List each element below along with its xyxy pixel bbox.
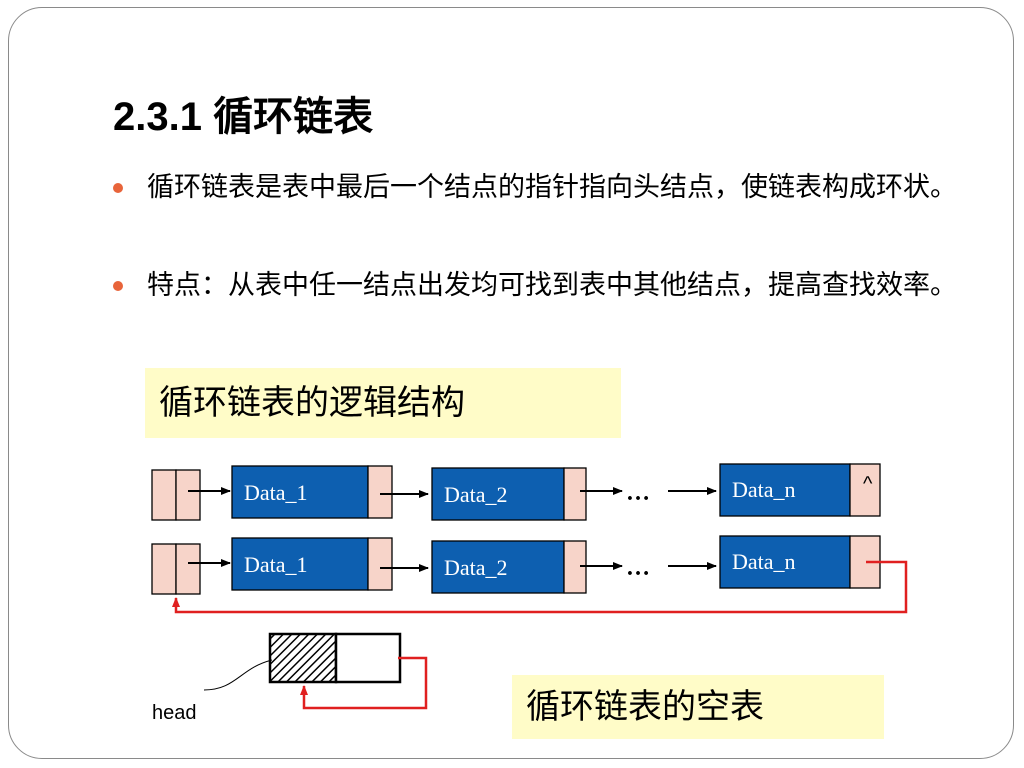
node-data-label: Data_2: [444, 555, 508, 580]
head-node: [151, 469, 201, 521]
bullet-text: 循环链表是表中最后一个结点的指针指向头结点，使链表构成环状。: [147, 172, 957, 203]
circular-loop-arrow: [172, 560, 908, 614]
list-node: Data_1: [231, 537, 393, 591]
list-node-last: Data_n ^: [719, 463, 881, 517]
list-node: Data_1: [231, 465, 393, 519]
slide-title: 2.3.1 循环链表: [113, 95, 374, 139]
empty-list-label: 循环链表的空表: [512, 675, 884, 739]
ellipsis: …: [626, 480, 650, 506]
bullet-text: 特点：从表中任一结点出发均可找到表中其他结点，提高查找效率。: [147, 270, 957, 301]
head-node: [151, 543, 201, 595]
bullet-item-2: 特点：从表中任一结点出发均可找到表中其他结点，提高查找效率。: [113, 268, 987, 304]
empty-list-diagram: [203, 632, 428, 710]
empty-pointer-field: [334, 632, 402, 684]
list-row-1: Data_1 Data_2 … Data_n ^: [151, 463, 881, 521]
self-loop-arrow: [300, 656, 428, 710]
bullet-dot-icon: [113, 281, 123, 291]
list-node-last: Data_n: [719, 535, 881, 589]
head-label: head: [152, 702, 197, 724]
list-row-2: Data_1 Data_2 … Data_n: [151, 535, 908, 614]
node-data-label: Data_n: [732, 477, 796, 502]
logic-structure-label: 循环链表的逻辑结构: [145, 368, 621, 438]
node-data-label: Data_1: [244, 552, 308, 577]
bullet-dot-icon: [113, 183, 123, 193]
ellipsis: …: [626, 555, 650, 581]
null-pointer-symbol: ^: [863, 473, 873, 495]
list-node: Data_2: [431, 467, 587, 521]
node-data-label: Data_2: [444, 482, 508, 507]
head-callout-line: [203, 659, 273, 691]
list-node: Data_2: [431, 540, 587, 594]
bullet-item-1: 循环链表是表中最后一个结点的指针指向头结点，使链表构成环状。: [113, 170, 987, 206]
hatched-head-field: [268, 632, 338, 684]
node-data-label: Data_n: [732, 549, 796, 574]
node-data-label: Data_1: [244, 480, 308, 505]
slide-frame: [8, 7, 1014, 759]
